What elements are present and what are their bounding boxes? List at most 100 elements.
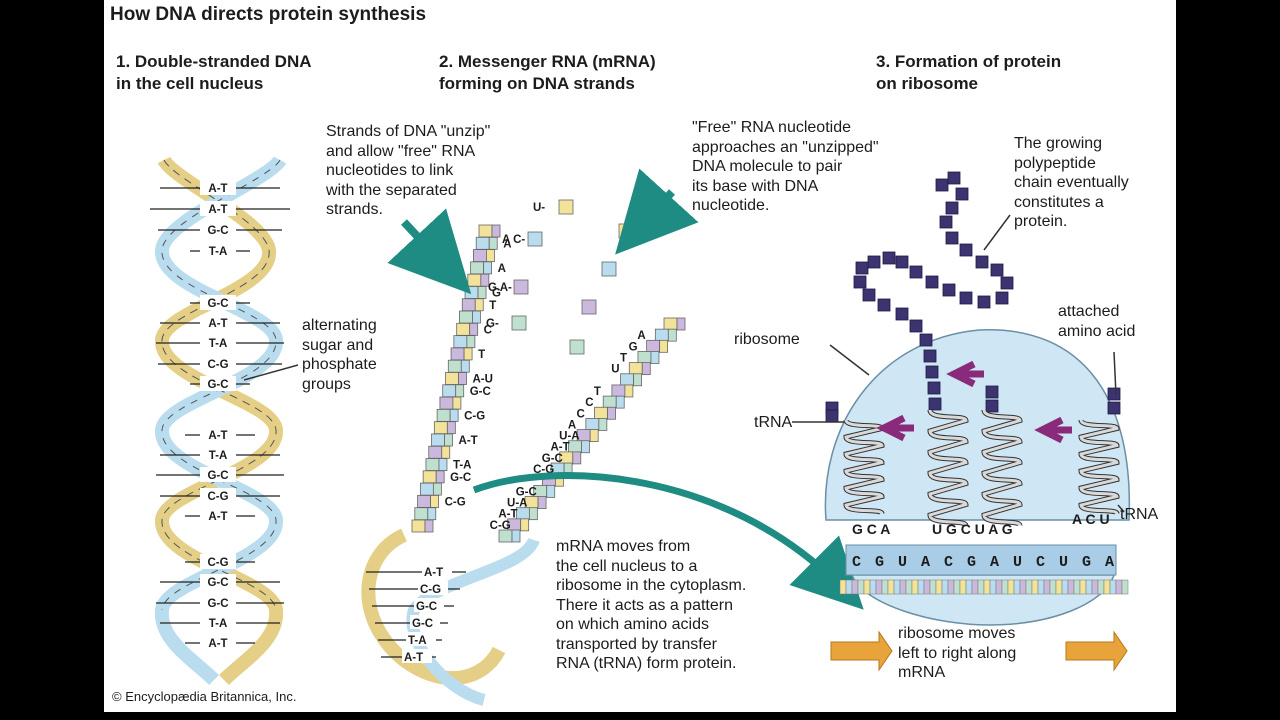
- amino-acid-unit: [975, 255, 989, 269]
- mrna-segment: [905, 579, 913, 595]
- free-nucleotide-base-label: G-: [486, 318, 499, 330]
- strand-base-label: A-T: [459, 435, 478, 447]
- strand-segment: [641, 362, 651, 376]
- mrna-segment: [851, 579, 859, 595]
- strand-segment: [417, 495, 431, 508]
- strand-segment: [654, 328, 669, 342]
- strand-base-label: G-C: [450, 472, 471, 484]
- amino-acid-pointer: [1113, 351, 1117, 396]
- lower-helix-label-bg: [414, 598, 444, 612]
- strand-segment: [460, 359, 470, 373]
- amino-acid-unit: [877, 298, 891, 312]
- mrna-segment: [947, 579, 955, 595]
- strand-segment: [455, 384, 465, 398]
- mrna-segment: [1037, 579, 1045, 595]
- strand-base-label: A: [498, 263, 506, 275]
- strand-segment: [425, 458, 440, 471]
- strand-segment: [469, 322, 479, 336]
- trna-left-coil-highlight: [844, 419, 884, 515]
- mrna-segment: [1025, 579, 1033, 595]
- dna-rung-label-bg: [200, 554, 236, 569]
- amino-acid-unit: [990, 263, 1004, 277]
- lower-helix-label-bg: [418, 581, 448, 595]
- mrna-segment: [1097, 579, 1105, 595]
- strand-segment: [467, 273, 482, 287]
- lower-helix-rungs: A-TC-GG-CG-CT-AA-T: [366, 564, 466, 664]
- amino-acid-unit: [925, 365, 939, 379]
- strand-base-label: T: [478, 349, 485, 361]
- strand-base-label: C-G: [445, 496, 466, 508]
- unzip-pointer-arrow: [387, 208, 472, 295]
- mrna-strand: [839, 579, 1129, 595]
- step-2-label: 2. Messenger RNA (mRNA) forming on DNA s…: [439, 52, 656, 93]
- strand-segment: [581, 440, 590, 454]
- strand-segment: [585, 418, 600, 431]
- mrna-segment: [1007, 579, 1015, 595]
- amino-acid-unit: [985, 399, 999, 413]
- mrna-segment: [869, 579, 877, 595]
- trna-center-right-coil-highlight: [982, 409, 1022, 527]
- mrna-segment: [1085, 579, 1093, 595]
- mrna-segment: [839, 579, 847, 595]
- dna-rung-label-bg: [200, 180, 236, 195]
- dna-rung-label-bg: [200, 508, 236, 523]
- strand-segment: [615, 395, 625, 409]
- dna-base-pair-label: A-T: [208, 638, 227, 650]
- strand-base-label: T: [489, 300, 496, 312]
- free-nucleotide: [569, 339, 585, 355]
- free-nucleotide-base-label: G A-: [488, 282, 512, 294]
- dna-base-pair-label: A-T: [208, 318, 227, 330]
- strand-segment: [422, 470, 437, 484]
- mrna-segment: [911, 579, 919, 595]
- orange-arrow-right: [1065, 630, 1128, 672]
- strand-segment: [452, 396, 462, 410]
- amino-acid-unit: [1107, 401, 1121, 415]
- amino-acid-unit: [895, 255, 909, 269]
- mrna-band: [845, 544, 1117, 576]
- mrna-segment: [917, 579, 925, 595]
- dna-base-pair-label: C-G: [207, 491, 228, 503]
- strand-segment: [449, 408, 459, 422]
- strand-segment: [676, 317, 686, 331]
- mrna-segment: [1049, 579, 1057, 595]
- strand-segment: [633, 373, 642, 387]
- amino-acid-unit: [825, 409, 839, 423]
- strand-segment: [441, 445, 451, 459]
- strand-segment: [444, 433, 453, 447]
- polypeptide-pointer: [983, 214, 1011, 251]
- dna-rung-label-bg: [200, 201, 236, 216]
- dna-rung-label-bg: [200, 376, 236, 391]
- lower-helix-label-bg: [422, 564, 452, 578]
- amino-acid-unit: [985, 385, 999, 399]
- copyright-notice: © Encyclopædia Britannica, Inc.: [112, 689, 297, 704]
- strand-segment: [427, 507, 437, 521]
- amino-acid-unit: [945, 201, 959, 215]
- lower-helix-pair-label: T-A: [408, 635, 427, 647]
- strand-segment: [447, 359, 462, 373]
- strand-segment: [602, 395, 617, 409]
- dna-base-pair-label: G-C: [207, 225, 228, 237]
- amino-acid-unit: [1107, 387, 1121, 401]
- mrna-segment: [1121, 579, 1129, 595]
- polypeptide-chain: [825, 171, 1121, 423]
- mrna-segment: [1001, 579, 1009, 595]
- amino-acid-unit: [947, 171, 961, 185]
- free-nucleotide: [527, 231, 543, 247]
- amino-acid-unit: [945, 231, 959, 245]
- lower-helix-pair-label: A-T: [404, 652, 423, 664]
- mrna-segment: [1109, 579, 1117, 595]
- amino-acid-unit: [909, 265, 923, 279]
- mrna-segment: [929, 579, 937, 595]
- strand-base-label: G: [492, 287, 501, 299]
- strand-segment: [433, 421, 448, 435]
- free-nucleotide: [511, 315, 527, 331]
- strand-base-label: U-A: [507, 498, 527, 510]
- strand-base-label: A: [637, 330, 645, 342]
- annotation-sugar-phosphate: alternating sugar and phosphate groups: [302, 317, 377, 393]
- trna-right-pointer: [1117, 504, 1125, 513]
- dna-base-pair-label: G-C: [207, 470, 228, 482]
- annotation-trna-right: tRNA: [1120, 506, 1159, 523]
- strand-segment: [464, 286, 479, 299]
- strand-segment: [475, 236, 490, 250]
